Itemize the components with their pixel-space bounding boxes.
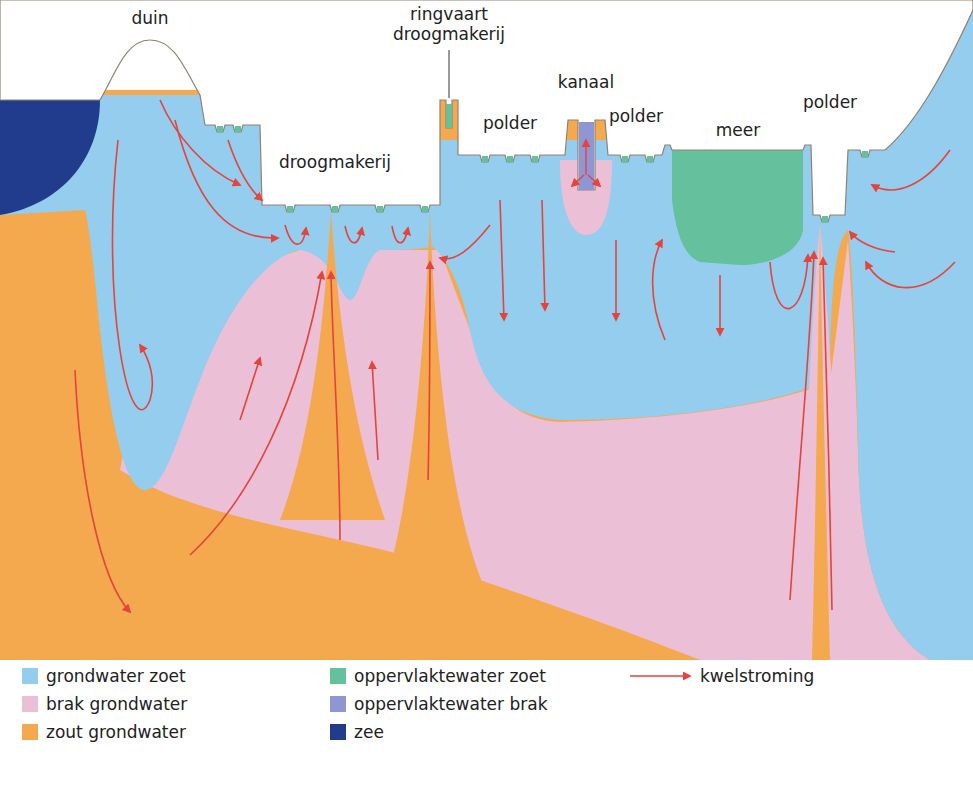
region-label: polder xyxy=(483,113,537,133)
legend-arrow-sample xyxy=(630,675,690,677)
leader-line xyxy=(448,50,449,98)
legend-swatch xyxy=(330,724,346,740)
salt-plume xyxy=(380,212,490,600)
legend-swatch xyxy=(22,668,38,684)
region-label: polder xyxy=(609,106,663,126)
legend-text: zee xyxy=(354,722,384,742)
salt-plume xyxy=(812,225,830,660)
region-label: kanaal xyxy=(558,72,614,92)
region-label: meer xyxy=(716,120,760,140)
seepage-arrow xyxy=(572,140,600,186)
legend-text: zout grondwater xyxy=(46,722,186,742)
legend-swatch xyxy=(22,724,38,740)
sea xyxy=(0,100,100,215)
legend-swatch xyxy=(22,696,38,712)
legend-text: oppervlaktewater brak xyxy=(354,694,547,714)
legend-text: oppervlaktewater zoet xyxy=(354,666,546,686)
region-label: droogmakerij xyxy=(279,152,391,172)
legend-text: brak grondwater xyxy=(46,694,187,714)
fresh-groundwater xyxy=(430,140,848,420)
region-label: polder xyxy=(803,92,857,112)
legend-text: grondwater zoet xyxy=(46,666,186,686)
region-label: duin xyxy=(131,8,168,28)
fresh-groundwater xyxy=(0,95,440,490)
ground-surface xyxy=(0,0,973,222)
legend-text: kwelstroming xyxy=(700,666,814,686)
brackish-groundwater xyxy=(798,225,846,660)
lake-water xyxy=(672,150,803,265)
canal-water xyxy=(579,122,594,190)
legend-swatch xyxy=(330,696,346,712)
salt-plume xyxy=(280,212,385,520)
seepage-arrow xyxy=(75,100,955,612)
region-label: ringvaart droogmakerij xyxy=(384,4,514,45)
legend-swatch xyxy=(330,668,346,684)
